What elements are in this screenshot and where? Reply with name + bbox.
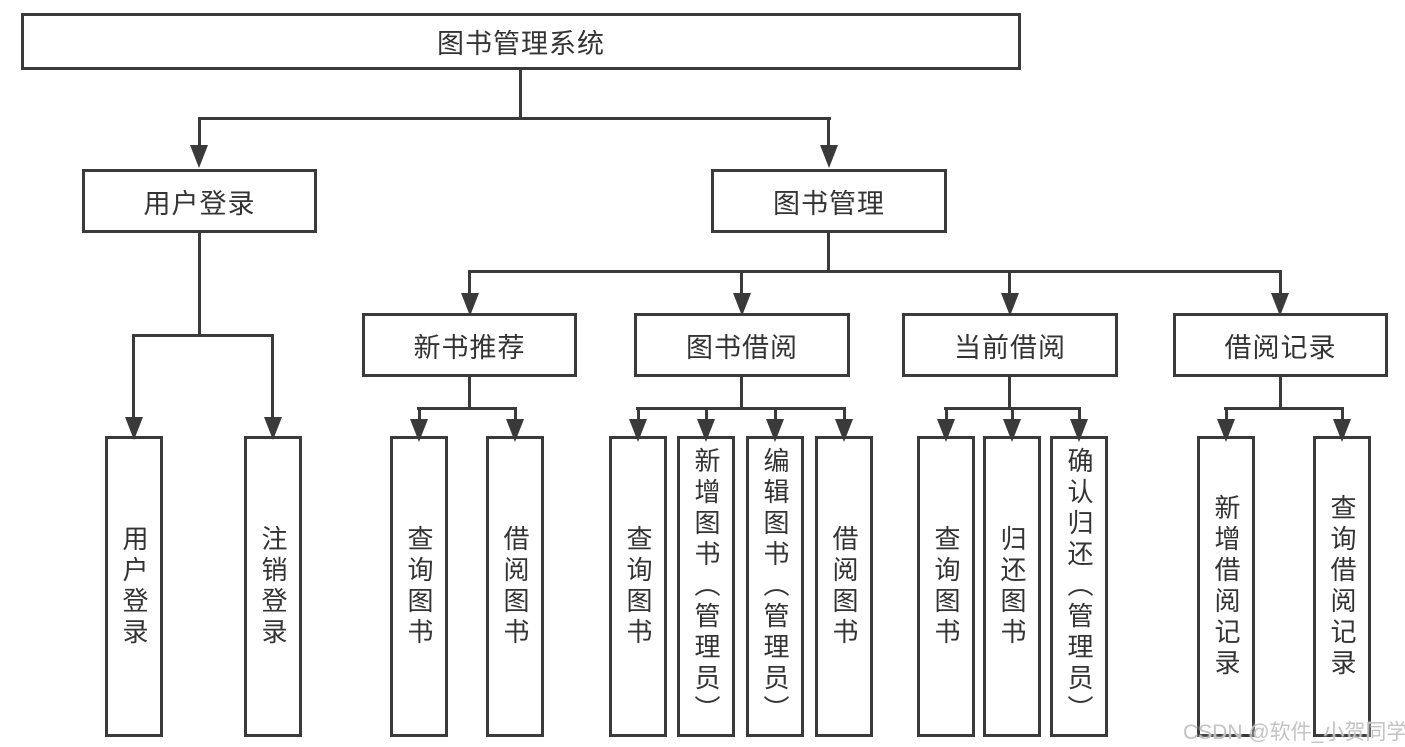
leaf-query-borrow-record: 查询借阅记录 (1313, 436, 1371, 737)
arrow-down-icon (937, 419, 955, 442)
leaf-query-books-current: 查询图书 (917, 436, 975, 737)
arrow-down-icon (1001, 293, 1019, 316)
connector-line (198, 117, 831, 120)
connector-line (827, 233, 830, 272)
arrow-down-icon (820, 145, 838, 168)
connector-line (468, 270, 471, 295)
node-new-book-recommendation: 新书推荐 (362, 313, 577, 377)
connector-line (514, 407, 517, 421)
node-label: 新增借阅记录 (1211, 493, 1241, 680)
connector-line (705, 407, 708, 421)
node-label: 图书管理系统 (437, 29, 605, 59)
connector-line (198, 117, 201, 146)
connector-line (637, 407, 640, 421)
leaf-query-books-recommend: 查询图书 (390, 436, 448, 737)
node-label: 图书管理 (773, 188, 885, 219)
connector-line (417, 407, 516, 410)
connector-line (1078, 407, 1081, 421)
node-label: 借阅图书 (500, 524, 530, 649)
arrow-down-icon (766, 419, 784, 442)
node-label: 当前借阅 (954, 332, 1066, 363)
connector-line (740, 377, 743, 410)
arrow-down-icon (506, 419, 524, 442)
connector-line (198, 233, 201, 336)
node-label: 注销登录 (258, 524, 288, 649)
leaf-return-book: 归还图书 (983, 436, 1041, 737)
arrow-down-icon (125, 417, 143, 440)
arrow-down-icon (629, 419, 647, 442)
connector-line (418, 407, 421, 421)
node-user-login: 用户登录 (82, 169, 317, 233)
connector-line (740, 270, 743, 295)
node-label: 确认归还（管理员） (1064, 447, 1094, 726)
node-label: 查询借阅记录 (1327, 493, 1357, 680)
leaf-user-login: 用户登录 (105, 436, 163, 737)
arrow-down-icon (461, 293, 479, 316)
connector-line (1225, 407, 1228, 421)
arrow-down-icon (697, 419, 715, 442)
arrow-down-icon (733, 293, 751, 316)
node-label: 编辑图书（管理员） (760, 447, 790, 726)
connector-line (132, 334, 135, 418)
node-label: 查询图书 (404, 524, 434, 649)
connector-line (1011, 407, 1014, 421)
arrow-down-icon (410, 419, 428, 442)
node-label: 查询图书 (623, 524, 653, 649)
arrow-down-icon (1271, 293, 1289, 316)
node-label: 新书推荐 (413, 332, 526, 363)
node-label: 归还图书 (997, 524, 1027, 649)
node-current-borrowing: 当前借阅 (902, 313, 1118, 377)
node-library-management-system: 图书管理系统 (21, 13, 1021, 70)
connector-line (271, 334, 274, 418)
leaf-borrow-books-borrowing: 借阅图书 (815, 436, 873, 737)
node-label: 查询图书 (931, 524, 961, 649)
connector-line (1341, 407, 1344, 421)
arrow-down-icon (264, 417, 282, 440)
node-label: 图书借阅 (686, 332, 798, 363)
node-label: 借阅记录 (1224, 332, 1337, 363)
node-label: 借阅图书 (829, 524, 859, 649)
arrow-down-icon (1333, 419, 1351, 442)
node-book-borrowing: 图书借阅 (634, 313, 850, 377)
connector-line (945, 407, 948, 421)
connector-line (132, 334, 274, 337)
connector-line (1224, 407, 1343, 410)
leaf-edit-book-admin: 编辑图书（管理员） (746, 436, 804, 737)
arrow-down-icon (1070, 419, 1088, 442)
connector-line (843, 407, 846, 421)
connector-line (1279, 270, 1282, 295)
leaf-query-books-borrowing: 查询图书 (609, 436, 667, 737)
node-label: 新增图书（管理员） (691, 447, 721, 726)
node-label: 用户登录 (119, 524, 149, 649)
connector-line (468, 270, 1282, 273)
connector-line (1008, 270, 1011, 295)
node-book-management: 图书管理 (711, 169, 947, 233)
connector-line (519, 70, 522, 118)
leaf-logout: 注销登录 (244, 436, 302, 737)
csdn-watermark: CSDN @软件_小贺同学 (1183, 721, 1405, 744)
connector-line (827, 117, 830, 146)
connector-line (774, 407, 777, 421)
arrow-down-icon (1003, 419, 1021, 442)
leaf-borrow-books-recommend: 借阅图书 (486, 436, 544, 737)
connector-line (468, 377, 471, 410)
arrow-down-icon (835, 419, 853, 442)
leaf-add-borrow-record: 新增借阅记录 (1197, 436, 1255, 737)
node-borrowing-records: 借阅记录 (1173, 313, 1388, 377)
leaf-confirm-return-admin: 确认归还（管理员） (1050, 436, 1108, 737)
arrow-down-icon (190, 145, 208, 168)
connector-line (1008, 377, 1011, 410)
connector-line (636, 407, 845, 410)
arrow-down-icon (1217, 419, 1235, 442)
node-label: 用户登录 (143, 188, 256, 219)
connector-line (1279, 377, 1282, 410)
leaf-add-book-admin: 新增图书（管理员） (677, 436, 735, 737)
